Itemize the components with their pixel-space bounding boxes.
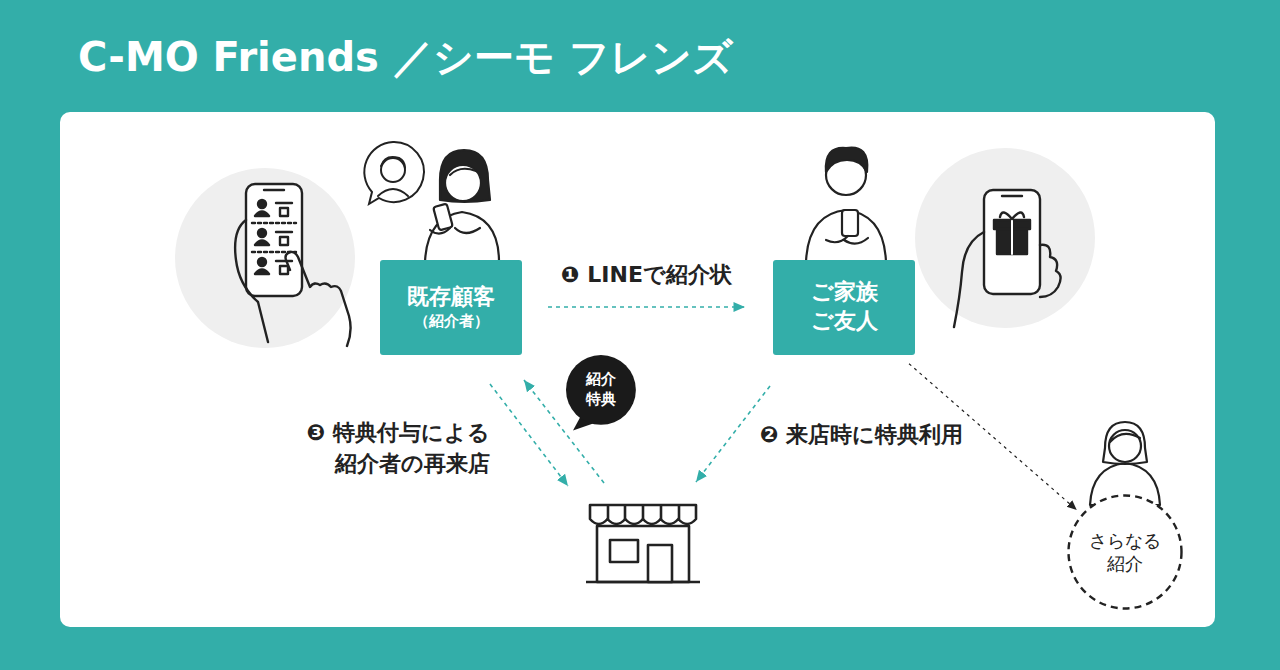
- bubble-body: [566, 355, 636, 425]
- woman-figure-part: [430, 228, 480, 234]
- further-referral-circle: さらなる 紹介: [1067, 494, 1183, 610]
- phone-list-illustration-part: [280, 266, 288, 274]
- speech-bubble-avatar-part: [378, 189, 408, 196]
- phone-list-illustration-part: [258, 200, 266, 208]
- man-figure-part: [806, 210, 886, 262]
- man-figure-part: [826, 148, 868, 173]
- phone-list-illustration-part: [276, 260, 292, 262]
- referral-woman-figure-part: [1103, 422, 1147, 464]
- phone-list-illustration-part: [246, 184, 302, 296]
- phone-list-illustration-part: [280, 208, 288, 216]
- store-icon-part: [648, 545, 672, 582]
- phone-list-illustration-part: [252, 222, 296, 224]
- phone-list-illustration: [175, 168, 355, 348]
- referrer-box: 既存顧客（紹介者）: [380, 260, 522, 355]
- referral-woman-figure-part: [1110, 434, 1140, 442]
- node-text: 既存顧客: [407, 283, 495, 312]
- gift-phone-illustration-part: [1011, 220, 1013, 254]
- store-flow-lines-part: [696, 386, 770, 482]
- phone-list-illustration-part: [276, 231, 292, 233]
- phone-list-illustration-part: [255, 212, 269, 217]
- node-text: さらなる 紹介: [1083, 529, 1167, 576]
- phone-list-illustration-part: [175, 168, 355, 348]
- phone-list-illustration-part: [258, 258, 266, 266]
- woman-figure-part: [433, 204, 453, 231]
- node-text: 紹介 特典: [581, 370, 621, 409]
- phone-list-illustration-part: [235, 220, 268, 342]
- man-figure-part: [826, 236, 868, 244]
- bonus-bubble: 紹介 特典: [566, 355, 636, 425]
- speech-bubble-avatar-part: [381, 158, 405, 182]
- woman-figure-part: [440, 150, 490, 202]
- gift-phone-illustration-part: [1000, 212, 1024, 219]
- speech-bubble-avatar-part: [364, 142, 424, 204]
- phone-list-illustration-part: [280, 237, 288, 245]
- edge-label: ❶ LINEで紹介状: [561, 260, 732, 291]
- store-icon-part: [624, 505, 627, 519]
- phone-list-illustration-part: [258, 229, 266, 237]
- store-icon-part: [607, 505, 610, 519]
- man-figure-part: [842, 210, 858, 236]
- node-subtext: （紹介者）: [414, 312, 489, 332]
- phone-list-illustration-part: [264, 189, 284, 191]
- gift-phone-illustration-part: [915, 148, 1095, 328]
- speech-bubble-avatar-part: [381, 157, 405, 168]
- woman-figure: [425, 150, 499, 262]
- store-icon: [586, 505, 700, 582]
- connector-arrow: [548, 306, 745, 308]
- phone-list-illustration-part: [286, 252, 351, 346]
- page-title: C-MO Friends ／シーモ フレンズ: [78, 30, 733, 85]
- store-icon-part: [586, 581, 700, 584]
- store-icon-part: [642, 505, 645, 519]
- phone-list-illustration-part: [255, 270, 269, 275]
- store-icon-part: [678, 505, 681, 519]
- gift-phone-illustration-part: [984, 190, 1040, 294]
- gift-phone-illustration: [915, 148, 1095, 328]
- referral-woman-figure-part: [1109, 430, 1141, 462]
- step-label: ❷ 来店時に特典利用: [760, 420, 963, 451]
- store-icon-part: [610, 540, 638, 562]
- store-icon-part: [660, 505, 663, 519]
- store-icon-part: [590, 505, 696, 524]
- speech-bubble-avatar: [364, 142, 424, 204]
- gift-phone-illustration-part: [1002, 195, 1022, 197]
- phone-list-illustration-part: [276, 202, 292, 204]
- man-figure: [806, 148, 886, 263]
- node-text: ご家族 ご友人: [804, 278, 884, 335]
- referral-woman-figure: [1090, 422, 1160, 505]
- circle-shape: [1067, 494, 1183, 610]
- dashed-circle: [1069, 496, 1182, 609]
- phone-list-illustration-part: [255, 241, 269, 246]
- store-icon-part: [597, 526, 689, 582]
- store-flow-lines-part: [490, 384, 568, 486]
- step-label: ❸ 特典付与による 紹介者の再来店: [250, 418, 490, 480]
- gift-phone-illustration-part: [1040, 245, 1061, 297]
- gift-phone-illustration-part: [954, 232, 984, 327]
- friend-box: ご家族 ご友人: [773, 260, 915, 355]
- woman-figure-part: [445, 165, 481, 201]
- woman-figure-part: [450, 169, 476, 175]
